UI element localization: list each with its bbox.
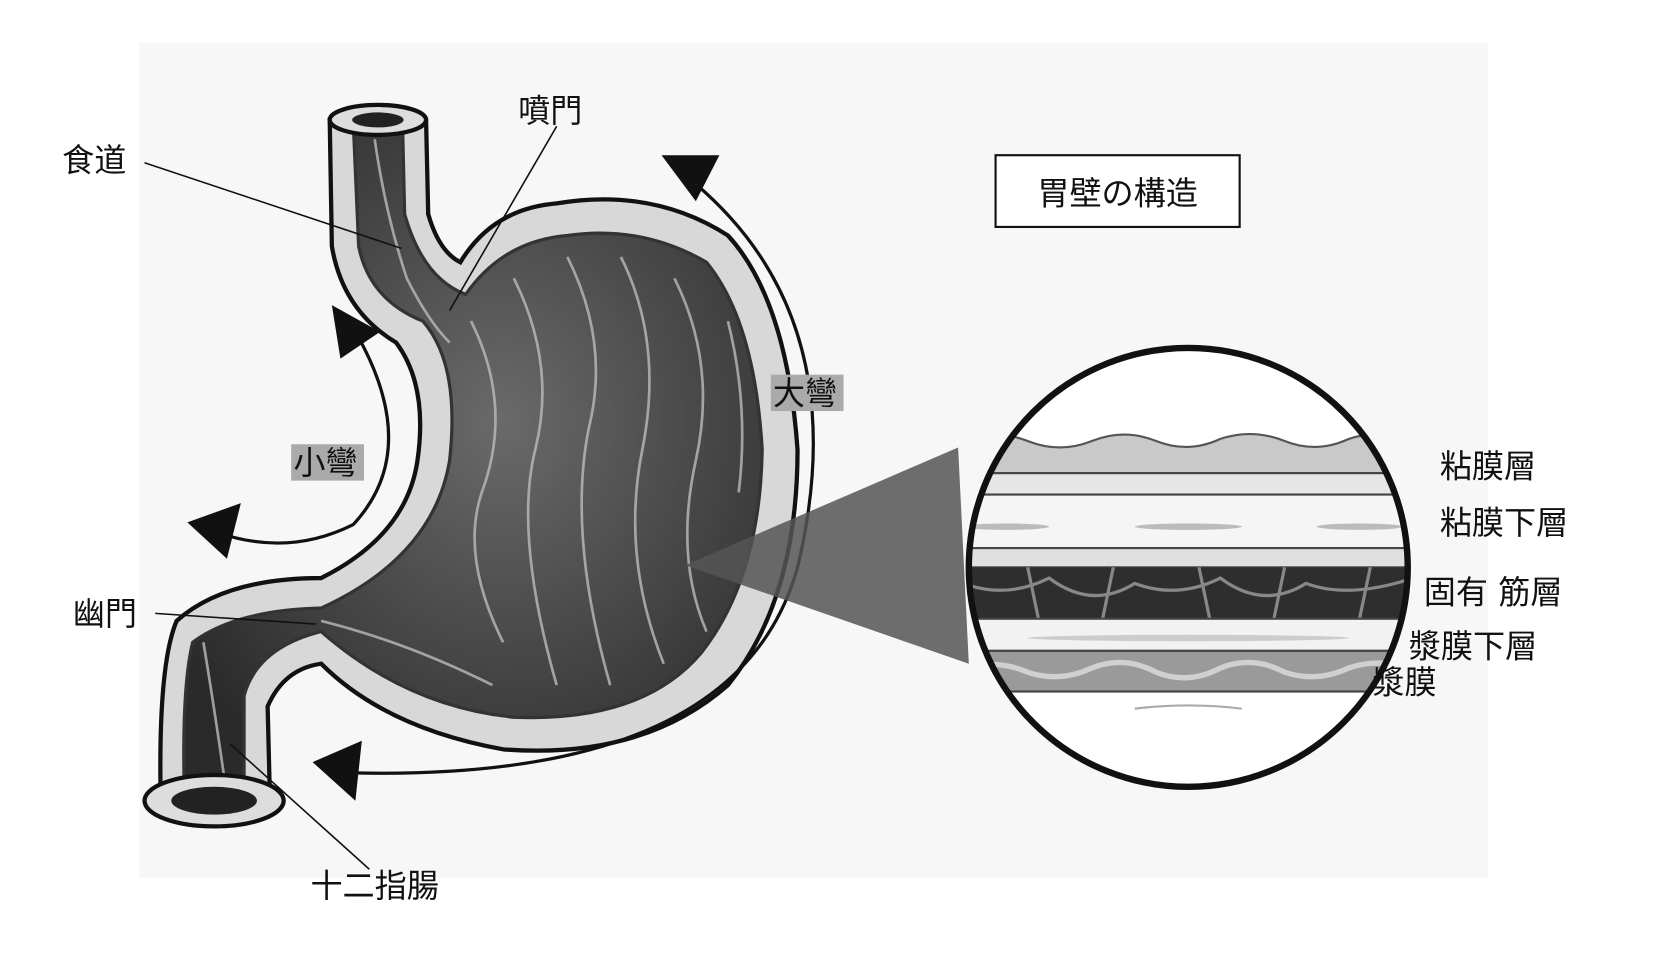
esophagus-lumen xyxy=(352,112,404,128)
mucosa-layer xyxy=(968,432,1408,475)
stomach-illustration xyxy=(142,102,800,829)
magnifier-circle xyxy=(965,344,1411,791)
label-pylorus: 幽門 xyxy=(73,595,137,633)
muscularis-mucosae xyxy=(968,472,1408,496)
label-muscularis-propria: 固有 筋層 xyxy=(1424,574,1563,612)
title-box-text: 胃壁の構造 xyxy=(1037,174,1198,212)
lesser-curvature-label-bg xyxy=(291,444,364,481)
lesser-curvature-arrowhead-top xyxy=(331,305,381,359)
label-serosa: 漿膜 xyxy=(1372,664,1436,702)
label-cardia: 噴門 xyxy=(518,92,582,130)
label-lesser-curvature: 小彎 xyxy=(293,444,357,482)
label-esophagus: 食道 xyxy=(62,141,126,179)
label-mucosa: 粘膜層 xyxy=(1440,447,1536,485)
title-box xyxy=(994,154,1241,229)
greater-curvature-arrowhead-bottom xyxy=(312,740,362,801)
duodenum-lumen xyxy=(171,786,257,815)
label-subserosa: 漿膜下層 xyxy=(1409,627,1537,665)
greater-curvature-arrowhead-top xyxy=(661,155,720,202)
label-greater-curvature: 大彎 xyxy=(773,375,837,413)
rugae-folds xyxy=(202,138,744,782)
greater-curvature-label-bg xyxy=(770,374,844,412)
magnification-cone xyxy=(685,447,969,664)
muscularis-propria-layer xyxy=(968,567,1408,619)
label-duodenum: 十二指腸 xyxy=(310,867,438,905)
lesser-curvature-arrowhead-bottom xyxy=(187,503,241,559)
wall-cross-section xyxy=(968,347,1408,787)
submucosa-layer xyxy=(968,493,1408,550)
stomach-inner-lumen xyxy=(182,121,764,789)
lesser-curvature-arc xyxy=(218,331,391,545)
leader-lines xyxy=(144,125,558,870)
label-submucosa: 粘膜下層 xyxy=(1440,504,1568,542)
